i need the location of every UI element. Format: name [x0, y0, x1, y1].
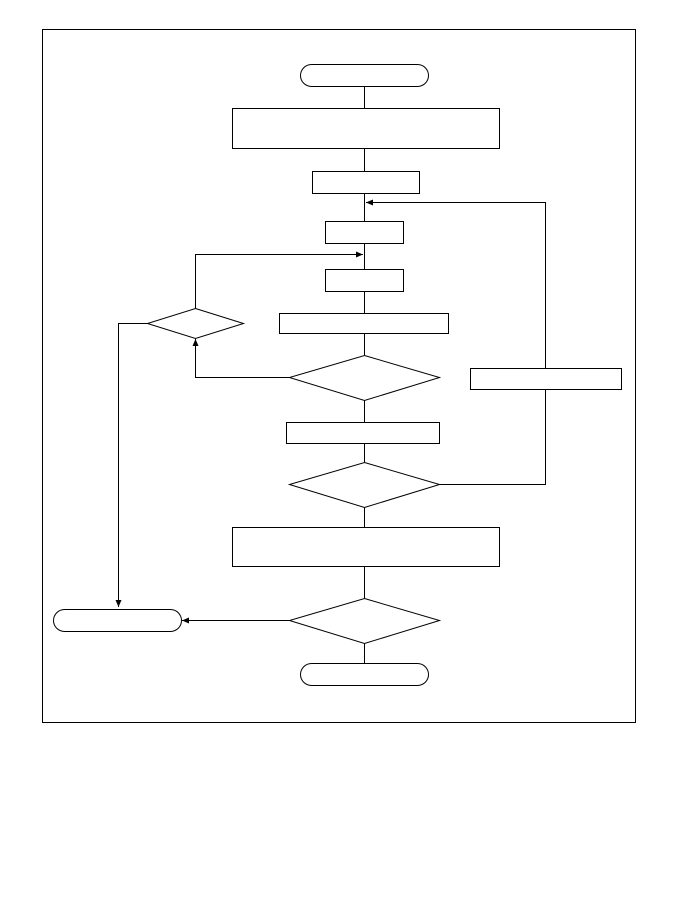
- process-box-6: [286, 422, 440, 444]
- start-terminal: [300, 64, 429, 87]
- end-left-terminal: [53, 609, 182, 632]
- connector-decision-1-to-decision-left: [192, 339, 290, 378]
- connector-decision-left-to-end-left: [115, 323, 148, 607]
- decision-diamond-3: [287, 597, 442, 645]
- process-box-1: [232, 108, 500, 149]
- connectors: [115, 87, 546, 663]
- process-box-right: [470, 368, 622, 390]
- connector-decision-left-to-spine: [195, 251, 363, 309]
- process-box-3: [325, 221, 404, 244]
- decision-diamond-2: [287, 461, 442, 509]
- connector-decision-2-to-process-right: [439, 389, 546, 485]
- connector-process-right-to-spine: [366, 199, 546, 368]
- process-box-2: [312, 171, 420, 194]
- nodes: [53, 64, 622, 686]
- page-frame: [42, 29, 636, 723]
- process-box-5: [279, 313, 449, 334]
- process-box-4: [325, 269, 404, 292]
- end-terminal: [300, 663, 429, 686]
- decision-diamond-1: [287, 354, 442, 402]
- decision-diamond-left: [145, 307, 246, 340]
- process-box-7: [232, 527, 500, 567]
